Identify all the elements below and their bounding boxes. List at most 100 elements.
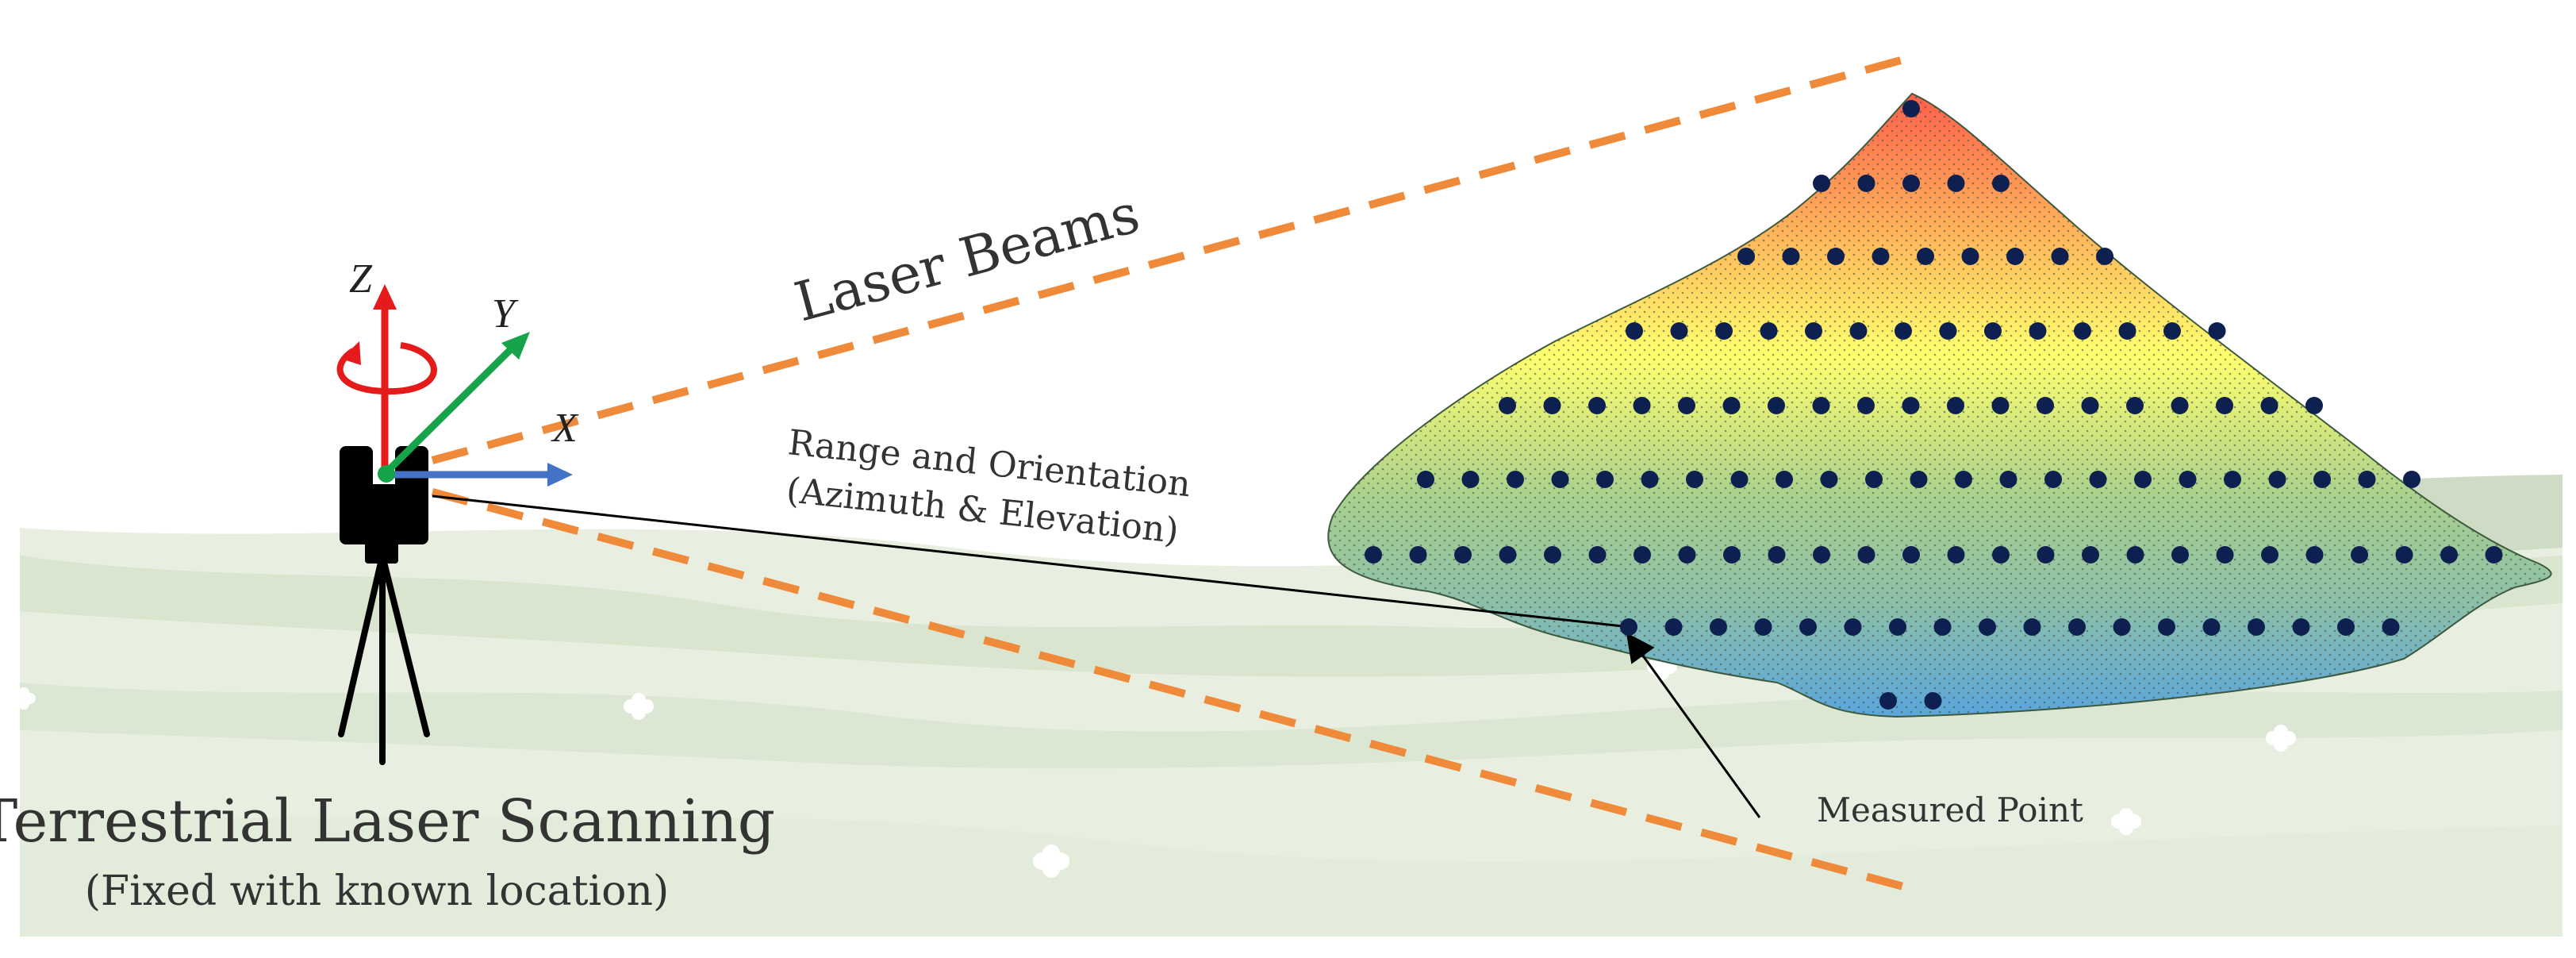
measured-point-dot	[2313, 471, 2331, 488]
measured-point-dot	[1827, 248, 1845, 265]
measured-point-dot	[1889, 618, 1906, 636]
measured-point-dot	[1902, 546, 1920, 564]
measured-point-dot	[2440, 546, 2458, 564]
measured-point-dot	[1365, 546, 1382, 564]
measured-point-dot	[2068, 618, 2086, 636]
measured-point-dot	[2037, 397, 2054, 414]
measured-point-dot	[1678, 397, 1695, 414]
laser-beam-lower	[431, 488, 1920, 895]
measured-point-dot	[1857, 175, 1875, 192]
measured-point-dot	[1715, 322, 1733, 340]
measured-point-dot	[2351, 546, 2368, 564]
measured-point-dot	[1947, 175, 1965, 192]
measured-point-dot	[2089, 471, 2107, 488]
measured-point-dot	[1543, 397, 1561, 414]
diagram-subtitle: (Fixed with known location)	[85, 868, 669, 915]
measured-point-dot	[2216, 397, 2233, 414]
measured-point-arrow	[1626, 633, 1761, 818]
rotation-arrow-icon	[336, 341, 437, 395]
measured-point-dot	[2261, 546, 2278, 564]
measured-point-dot	[2118, 322, 2136, 340]
axis-x-label: X	[551, 406, 579, 451]
measured-point-dot	[1664, 618, 1683, 636]
measured-point-dot	[1857, 546, 1875, 564]
measured-point-dot	[1409, 546, 1427, 564]
measured-point-dot	[2126, 397, 2144, 414]
measured-point-dot	[1799, 618, 1817, 636]
measured-point-dot	[1507, 471, 1524, 488]
measured-point-dot	[2163, 322, 2181, 340]
measured-point-dot	[1686, 471, 1703, 488]
measured-point-dot	[1992, 546, 2010, 564]
measured-point-dot	[1979, 618, 1996, 636]
point-cloud	[1365, 100, 2503, 710]
measured-point-dot	[2403, 471, 2421, 488]
measured-point-dot	[2305, 546, 2324, 564]
flower-icon	[12, 653, 2296, 878]
measured-point-dot	[1768, 546, 1786, 564]
measured-point-dot	[2044, 471, 2062, 488]
measured-point-dot	[1737, 248, 1755, 265]
measured-point-dot	[2216, 546, 2234, 564]
measured-point-dot	[1626, 322, 1643, 340]
measured-point-dot	[1947, 546, 1965, 564]
measured-point-dot	[1849, 322, 1868, 340]
measured-point-dot	[1634, 546, 1651, 564]
measured-point-dot	[1961, 248, 1979, 265]
laser-beam-upper	[431, 52, 1920, 464]
measured-point-dot	[1947, 397, 1964, 414]
measured-point-dot	[2037, 546, 2055, 564]
measured-point-dot	[2096, 248, 2113, 265]
measured-point-dot	[1710, 618, 1727, 636]
measured-point-dot	[1999, 471, 2017, 488]
measured-point-dot	[1776, 471, 1793, 488]
measured-point-dot	[1730, 471, 1749, 488]
measured-point-dot	[1879, 692, 1897, 710]
measured-point-dot	[2248, 618, 2265, 636]
measured-point-dot	[1917, 248, 1934, 265]
measured-point-dot	[1857, 397, 1875, 414]
measured-point-dot	[2023, 618, 2041, 636]
laser-beams	[431, 52, 1920, 895]
measured-point-dot	[1499, 546, 1517, 564]
measured-point-dot	[1902, 397, 1920, 414]
measured-point-dot	[1812, 397, 1830, 414]
terrain-surface	[1327, 92, 2552, 718]
measured-point-dot	[1820, 471, 1838, 488]
measured-point-dot	[2202, 618, 2221, 636]
measured-point-dot	[1760, 322, 1778, 340]
measured-point-dot	[1872, 248, 1890, 265]
range-line	[432, 494, 1631, 629]
measured-point-dot	[2305, 397, 2323, 414]
measured-point-dot	[1895, 322, 1912, 340]
measured-point-dot	[1813, 175, 1830, 192]
measured-point-dot	[2260, 397, 2278, 414]
measured-point-dot	[1678, 546, 1696, 564]
measured-point-dot	[1991, 397, 2010, 414]
measured-point-dot	[1723, 546, 1741, 564]
measured-point-dot	[1924, 692, 1942, 710]
measured-point-dot	[2029, 322, 2047, 340]
measured-point-dot	[1782, 248, 1800, 265]
measured-point-dot	[1910, 471, 1928, 488]
measured-point-dot	[2081, 397, 2099, 414]
measured-point-dot	[2171, 397, 2189, 414]
measured-point-dot	[2126, 546, 2144, 564]
measured-point-dot	[2074, 322, 2091, 340]
measured-point-dot	[2268, 471, 2286, 488]
measured-point-dot	[2134, 471, 2152, 488]
measured-point-dot	[1722, 397, 1741, 414]
measured-point-dot	[1633, 397, 1651, 414]
measured-point-dot	[1813, 546, 1830, 564]
measured-point-dot	[1417, 471, 1434, 488]
measured-point-dot	[1588, 397, 1606, 414]
measured-point-dot	[2485, 546, 2503, 564]
measured-point-dot	[1902, 175, 1920, 192]
measured-point-label: Measured Point	[1817, 791, 2083, 829]
laser-beams-label: Laser Beams	[789, 183, 1146, 335]
measured-point-dot	[2113, 618, 2131, 636]
laser-scanner-icon	[340, 446, 428, 564]
measured-point-dot	[1992, 175, 2010, 192]
measured-point-dot	[2292, 618, 2310, 636]
